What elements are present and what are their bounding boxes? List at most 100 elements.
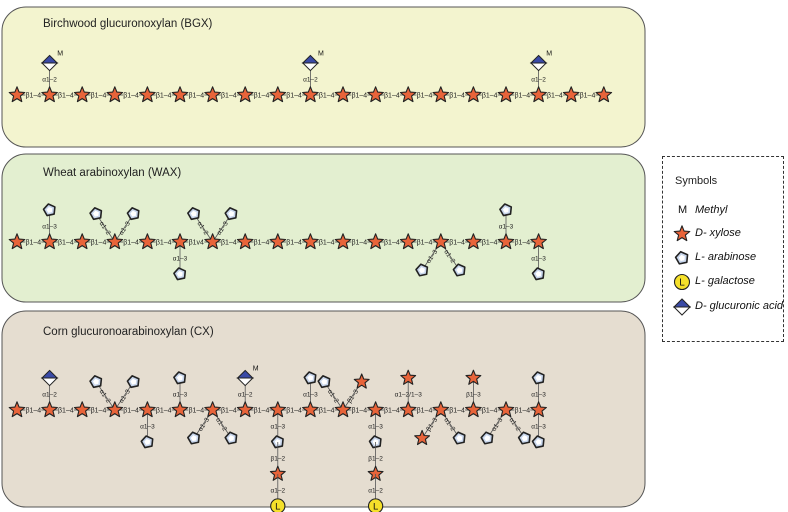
xylose-star-icon [8, 233, 26, 250]
xylose-star-icon [302, 401, 319, 418]
legend-item-glucuronic-acid: D- glucuronic acid [673, 297, 785, 317]
linkage-label: β1–4 [221, 93, 237, 100]
linkage-label: β1v4 [189, 240, 204, 247]
arabinose-pentagon-icon [224, 431, 238, 445]
xylose-star-icon [673, 225, 691, 242]
galactose-circle-icon [270, 498, 286, 512]
linkage-label-bg [318, 237, 335, 246]
arabinose-pentagon-hole [484, 435, 491, 442]
linkage-label: β1–4 [384, 93, 400, 100]
linkage-label: β1–4 [156, 408, 172, 415]
arabinose-pentagon-icon [89, 207, 103, 221]
arabinose-pentagon-icon [531, 267, 545, 281]
linkage-label-bg [220, 90, 237, 99]
linkage-label: β1–4 [123, 240, 139, 247]
glucuronic-diamond-bottom [236, 377, 255, 387]
linkage-label: β1–4 [221, 408, 237, 415]
xylose-star-icon [302, 86, 319, 103]
xylose-star-icon [367, 401, 384, 418]
linkage-label: β1–4 [384, 408, 400, 415]
xylose-star-icon [562, 86, 580, 103]
arabinose-pentagon-hole [372, 438, 379, 445]
linkage-label: β1–2 [271, 456, 286, 463]
arabinose-pentagon-hole [176, 270, 183, 277]
linkage-label-bg [123, 90, 140, 99]
panel-background [1, 6, 646, 148]
linkage-label-bg [25, 90, 42, 99]
linkage-label: β1–4 [25, 408, 41, 415]
branch: α1–2 [40, 369, 59, 410]
linkage-label: β1–4 [417, 93, 433, 100]
xylose-star-icon [432, 401, 450, 418]
linkage-label: β1–4 [514, 93, 530, 100]
xylose-star-icon [530, 86, 547, 103]
xylose-star-icon [367, 86, 384, 103]
linkage-label-bg [220, 405, 237, 414]
xylose-star-icon [367, 233, 384, 250]
arabinose-pentagon-icon [270, 435, 284, 449]
linkage-label-bg [514, 405, 531, 414]
glucuronic-acid-diamond-icon [40, 369, 59, 387]
linkage-label: α1–3 [140, 424, 155, 431]
linkage-label: β1–4 [123, 93, 139, 100]
linkage-label-bg [514, 90, 531, 99]
linkage-label: α1–3 [531, 424, 546, 431]
linkage-label: β1–4 [188, 408, 204, 415]
xylose-star-icon [269, 86, 287, 103]
xylose-star-icon [204, 401, 221, 418]
legend-title: Symbols [675, 175, 718, 187]
arabinose-pentagon-hole [456, 267, 463, 274]
linkage-label: α1–3 [499, 224, 514, 231]
xylose-star-icon [399, 401, 417, 418]
glucuronic-diamond-top [673, 298, 691, 308]
arabinose-pentagon-hole [678, 254, 685, 262]
linkage-label: β1–4 [384, 240, 400, 247]
linkage-label-bg [416, 405, 433, 414]
xylose-star-icon [139, 233, 156, 250]
branch: α1–3 [531, 242, 546, 281]
arabinose-pentagon-hole [535, 438, 542, 445]
linkage-label-bg [286, 405, 303, 414]
linkage-label-bg [25, 405, 42, 414]
linkage-label-bg [57, 90, 74, 99]
arabinose-pentagon-icon [452, 263, 466, 277]
linkage-label-bg [383, 237, 400, 246]
linkage-label-bg [514, 237, 531, 246]
branch: α1–3 [173, 371, 188, 410]
linkage-label: β1–4 [25, 93, 41, 100]
linkage-label: α1–3 [531, 392, 546, 399]
methyl-label: M [546, 50, 552, 57]
glucuronic-acid-diamond-icon [673, 298, 691, 316]
linkage-label: α1–2 [42, 77, 57, 84]
linkage-label: α1–3 [531, 256, 546, 263]
xylose-star-icon [106, 233, 124, 250]
xylose-star-icon [73, 86, 91, 103]
linkage-label: β1–4 [482, 240, 498, 247]
xylose-star-icon [236, 401, 254, 418]
linkage-label: β1–4 [91, 408, 107, 415]
glucuronic-acid-diamond-icon [40, 54, 59, 72]
linkage-label-bg [416, 237, 433, 246]
arabinose-pentagon-icon [317, 375, 331, 389]
linkage-label-bg [123, 237, 140, 246]
linkage-label: β1–3 [466, 392, 481, 399]
arabinose-pentagon-icon [224, 207, 238, 221]
arabinose-pentagon-hole [190, 435, 197, 442]
arabinose-pentagon-hole [130, 210, 137, 217]
linkage-label-bg [188, 90, 205, 99]
xylose-star-icon [204, 86, 221, 103]
legend-item-xylose: D- xylose [673, 224, 785, 244]
xylose-star-icon [302, 233, 319, 250]
arabinose-pentagon-hole [307, 374, 314, 381]
xylose-star-icon [399, 233, 417, 250]
linkage-label-bg [123, 405, 140, 414]
arabinose-pentagon-icon [674, 250, 689, 265]
branch: α1–3 [212, 207, 238, 243]
arabinose-pentagon-icon [140, 435, 154, 449]
xylose-star-icon [595, 86, 613, 103]
branch: α1–2M [40, 50, 63, 95]
linkage-label-bg [286, 90, 303, 99]
linkage-label-bg [286, 237, 303, 246]
linkage-label-bg [57, 237, 74, 246]
